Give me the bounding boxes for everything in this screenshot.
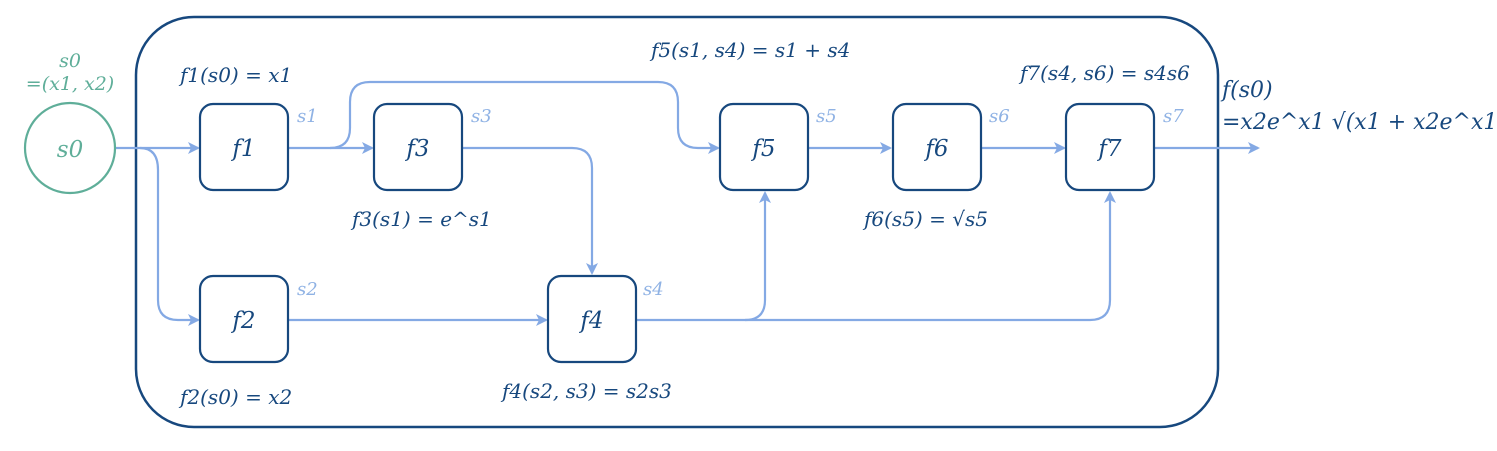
signal-label-s6: s6 — [989, 106, 1010, 127]
node-f2: f2 — [198, 274, 290, 364]
signal-label-s4: s4 — [643, 279, 664, 300]
edges — [116, 80, 1260, 326]
node-f7: f7 — [1064, 102, 1156, 192]
node-f6: f6 — [891, 102, 983, 192]
edge-s0-f2 — [139, 146, 200, 326]
input-top-label: s0 — [59, 50, 81, 72]
node-f3-label: f3 — [404, 136, 429, 162]
node-f2-box — [198, 274, 290, 364]
graph-frame — [134, 15, 1220, 429]
input-node — [23, 101, 117, 195]
node-f1-label: f1 — [230, 136, 255, 162]
signal-label-s3: s3 — [471, 106, 492, 127]
output-label: f(s0) — [1220, 78, 1273, 103]
equation-f1: f1(s0) = x1 — [178, 63, 292, 87]
edge-f4-f5 — [635, 191, 771, 322]
signal-label-s1: s1 — [297, 106, 318, 127]
output-expression: =x2e^x1 √(x1 + x2e^x1) — [1222, 110, 1497, 135]
node-f7-label: f7 — [1096, 136, 1122, 162]
input-tuple-label: =(x1, x2) — [26, 73, 114, 95]
edge-f4-f7 — [745, 191, 1116, 322]
equation-f5: f5(s1, s4) = s1 + s4 — [649, 38, 850, 62]
node-f1-box — [198, 102, 290, 192]
node-f3-box — [372, 102, 464, 192]
edge-f3-f4 — [462, 146, 598, 275]
node-f2-label: f2 — [230, 308, 255, 334]
equation-f3: f3(s1) = e^s1 — [350, 207, 492, 231]
equation-f4: f4(s2, s3) = s2s3 — [500, 379, 672, 403]
node-f5-box — [718, 102, 810, 192]
input-node-label: s0 — [57, 137, 83, 163]
node-f5: f5 — [718, 102, 810, 192]
node-f4: f4 — [546, 274, 638, 364]
signal-label-s5: s5 — [816, 106, 837, 127]
node-f4-label: f4 — [578, 308, 603, 334]
node-f5-label: f5 — [750, 136, 775, 162]
equation-f6: f6(s5) = √s5 — [862, 207, 988, 231]
signal-label-s7: s7 — [1163, 106, 1184, 127]
node-f4-box — [546, 274, 638, 364]
node-f3: f3 — [372, 102, 464, 192]
equation-f2: f2(s0) = x2 — [178, 385, 292, 409]
node-f6-box — [891, 102, 983, 192]
equation-f7: f7(s4, s6) = s4s6 — [1018, 61, 1190, 85]
signal-label-s2: s2 — [297, 279, 318, 300]
edge-f1-f5 — [329, 80, 720, 154]
node-f7-box — [1064, 102, 1156, 192]
node-f6-label: f6 — [923, 136, 948, 162]
node-f1: f1 — [198, 102, 290, 192]
